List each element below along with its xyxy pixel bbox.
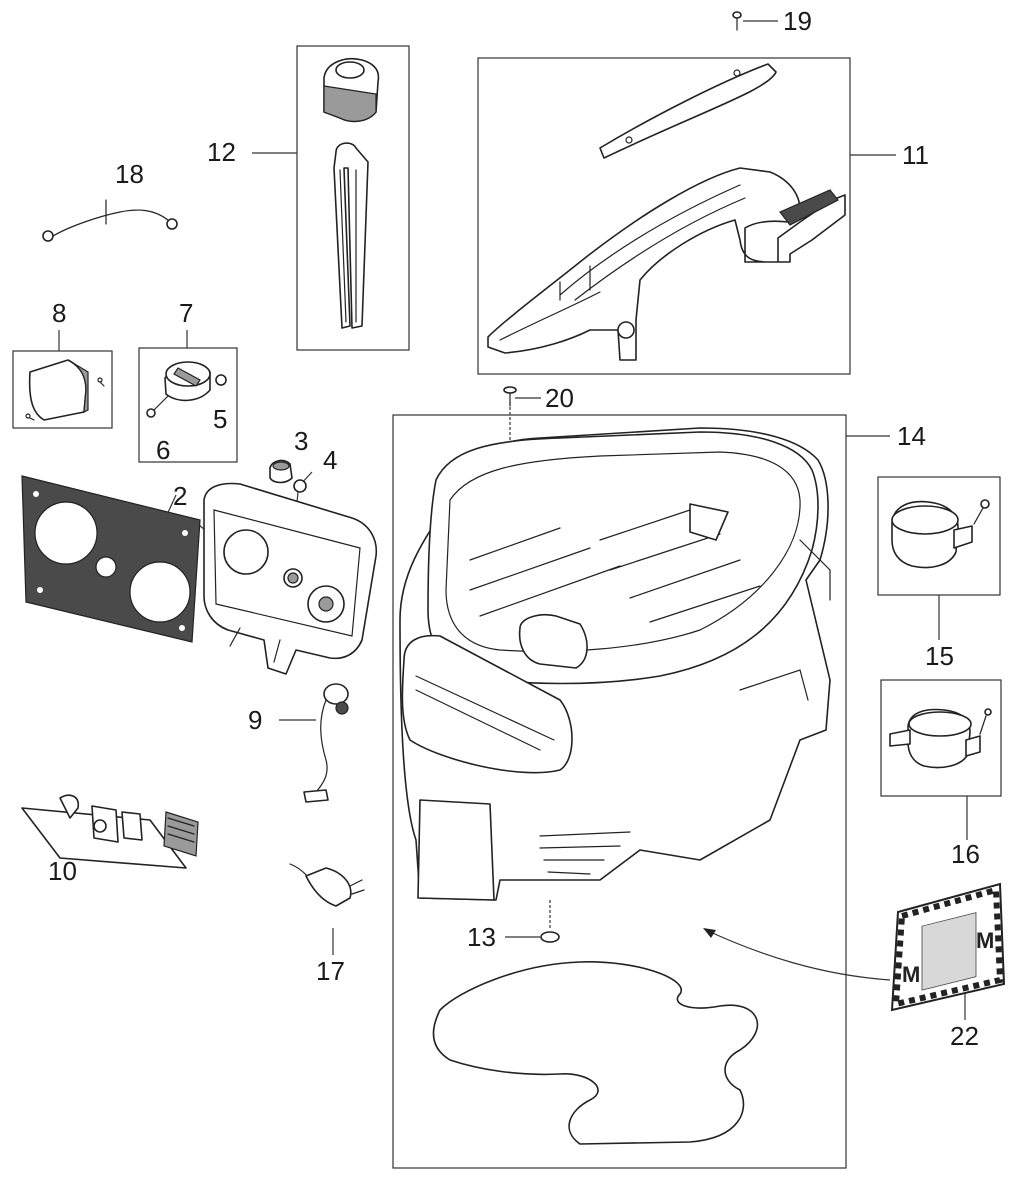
callout-22: 22 [950, 1021, 979, 1051]
ground-cable-18 [42, 199, 178, 242]
o-ring-13 [540, 931, 560, 943]
gasket-2 [21, 475, 201, 643]
callout-15: 15 [925, 641, 954, 671]
callout-11: 11 [902, 140, 929, 170]
callout-20: 20 [545, 383, 574, 413]
callout-13: 13 [467, 922, 496, 952]
switch-8 [25, 359, 105, 421]
callout-19: 19 [783, 6, 812, 36]
callout-6: 6 [156, 435, 170, 465]
screw-20 [503, 386, 517, 407]
callout-16: 16 [951, 839, 980, 869]
callout-9: 9 [248, 705, 262, 735]
group-box-11 [477, 57, 851, 375]
screw-19 [732, 11, 742, 31]
plate-mark-right: M [976, 928, 994, 953]
filter-pad [432, 961, 759, 1145]
callout-14: 14 [897, 421, 926, 451]
label-plate-22: M M [890, 882, 1006, 1012]
callout-10: 10 [48, 856, 77, 886]
callout-17: 17 [316, 956, 345, 986]
clamp-16 [889, 708, 992, 769]
arrow-22 [705, 929, 891, 981]
cap-3 [269, 459, 293, 484]
handle-grip-12 [323, 58, 380, 329]
group-box-7 [138, 347, 238, 463]
group-box-14 [392, 414, 847, 1169]
power-plug-17 [289, 863, 365, 907]
main-shell-14 [399, 427, 831, 901]
callout-8: 8 [52, 298, 66, 328]
sensor-wire-9 [303, 683, 349, 803]
o-ring-4 [293, 479, 307, 493]
pcb-10 [21, 794, 199, 869]
group-box-8 [12, 350, 113, 429]
callout-7: 7 [179, 298, 193, 328]
control-housing-2 [203, 482, 378, 675]
callout-5: 5 [213, 404, 227, 434]
knob-7 [146, 361, 227, 418]
group-box-16 [880, 679, 1002, 797]
callout-18: 18 [115, 159, 144, 189]
callout-12: 12 [207, 137, 236, 167]
clamp-15 [891, 499, 990, 569]
callout-3: 3 [294, 426, 308, 456]
group-box-12 [296, 45, 410, 351]
callout-4: 4 [323, 445, 337, 475]
handle-11 [487, 63, 846, 361]
plate-mark-left: M [902, 962, 920, 987]
callout-2: 2 [173, 481, 187, 511]
arrow-22-head [703, 928, 716, 938]
